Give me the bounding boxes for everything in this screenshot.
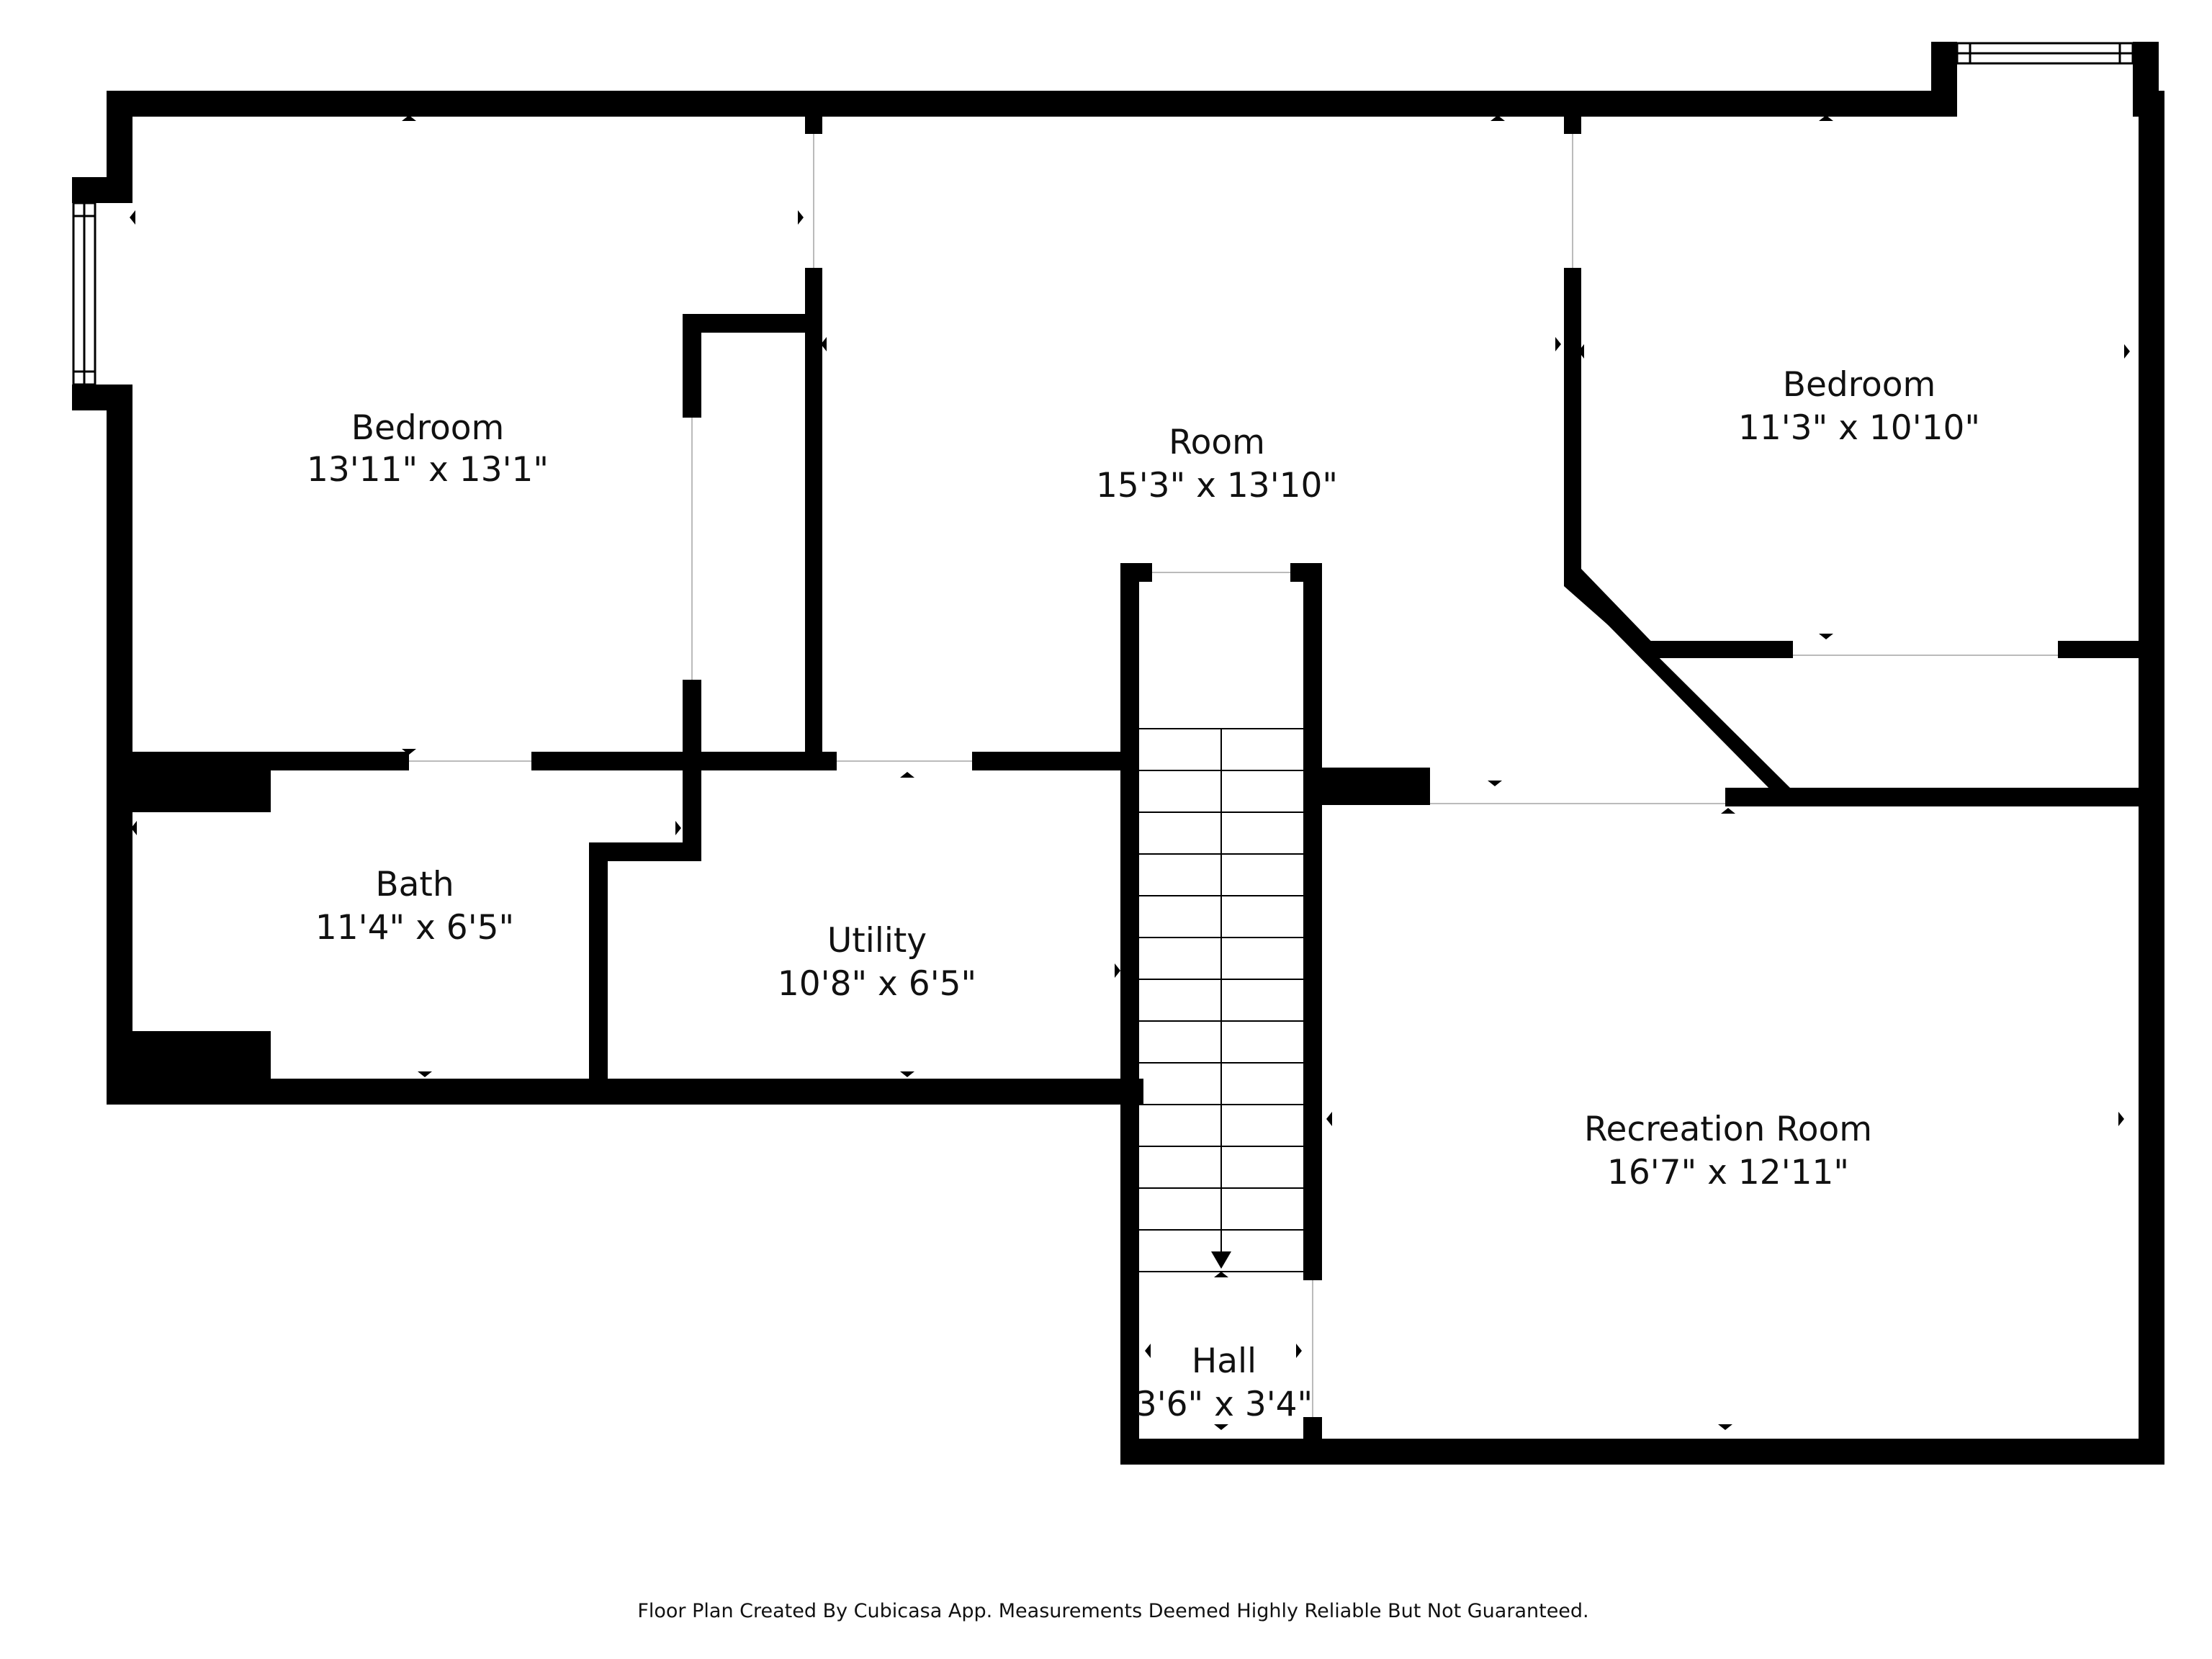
room-hall-name: Hall: [1192, 1341, 1256, 1381]
wall-mid-h-4: [972, 752, 1138, 770]
footer-disclaimer: Floor Plan Created By Cubicasa App. Meas…: [637, 1600, 1588, 1622]
wall-bed1-room-lower: [805, 268, 822, 769]
wall-left-jamb-top: [72, 177, 132, 203]
room-bedroom-1-name: Bedroom: [351, 408, 505, 448]
bed2-left-lower: [1564, 268, 1581, 586]
room-utility-name: Utility: [827, 921, 927, 961]
bed2-left-top: [1564, 91, 1581, 134]
bed2-bottom-1: [1649, 641, 1793, 658]
stair-side-block: [1322, 768, 1430, 805]
wall-right: [2139, 91, 2164, 1465]
room-bath-name: Bath: [375, 865, 454, 904]
wall-notch-left: [1931, 42, 1957, 117]
walls: [72, 42, 2164, 1465]
measure-markers: [130, 115, 2130, 1430]
wall-left-lower: [107, 385, 132, 1105]
closet-top: [683, 314, 822, 333]
wall-top: [107, 91, 1957, 117]
bed2-bottom-2: [2058, 641, 2164, 658]
bath-block-bottom: [132, 1031, 271, 1083]
wall-bottom-left: [107, 1079, 1143, 1105]
room-bedroom-1-dimensions: 13'11" x 13'1": [307, 450, 549, 490]
wall-mid-h-2: [531, 752, 837, 770]
room-utility-dimensions: 10'8" x 6'5": [778, 964, 976, 1004]
room-recreation-name: Recreation Room: [1584, 1110, 1872, 1149]
wall-mid-h-1: [107, 752, 409, 770]
diagonal-wall-2: [1564, 569, 1662, 661]
stairs: [1139, 728, 1303, 1272]
room-hall-dimensions: 3'6" x 3'4": [1136, 1385, 1313, 1424]
wall-mid-h-3: [822, 752, 837, 770]
room-room-name: Room: [1169, 423, 1265, 462]
room-bath-dimensions: 11'4" x 6'5": [315, 908, 514, 948]
stair-arrow-icon: [1211, 1251, 1231, 1269]
room-bedroom-2-dimensions: 11'3" x 10'10": [1738, 408, 1980, 448]
room-labels: Bedroom 13'11" x 13'1" Room 15'3" x 13'1…: [307, 365, 1980, 1424]
room-recreation-dimensions: 16'7" x 12'11": [1607, 1153, 1849, 1192]
stair-wall-right-upper: [1303, 563, 1322, 1280]
bath-block-top: [132, 766, 271, 812]
room-room-dimensions: 15'3" x 13'10": [1096, 466, 1338, 505]
wall-left-jamb-bottom: [72, 385, 132, 410]
windows: [72, 42, 2134, 386]
openings: [409, 134, 2058, 1417]
rec-top-wall: [1725, 788, 2164, 806]
room-bedroom-2-name: Bedroom: [1783, 365, 1936, 405]
stair-wall-left: [1120, 563, 1139, 1465]
wall-bed1-room-top: [805, 91, 822, 134]
closet-left-upper: [683, 314, 701, 418]
hall-bottom: [1120, 1439, 1336, 1465]
